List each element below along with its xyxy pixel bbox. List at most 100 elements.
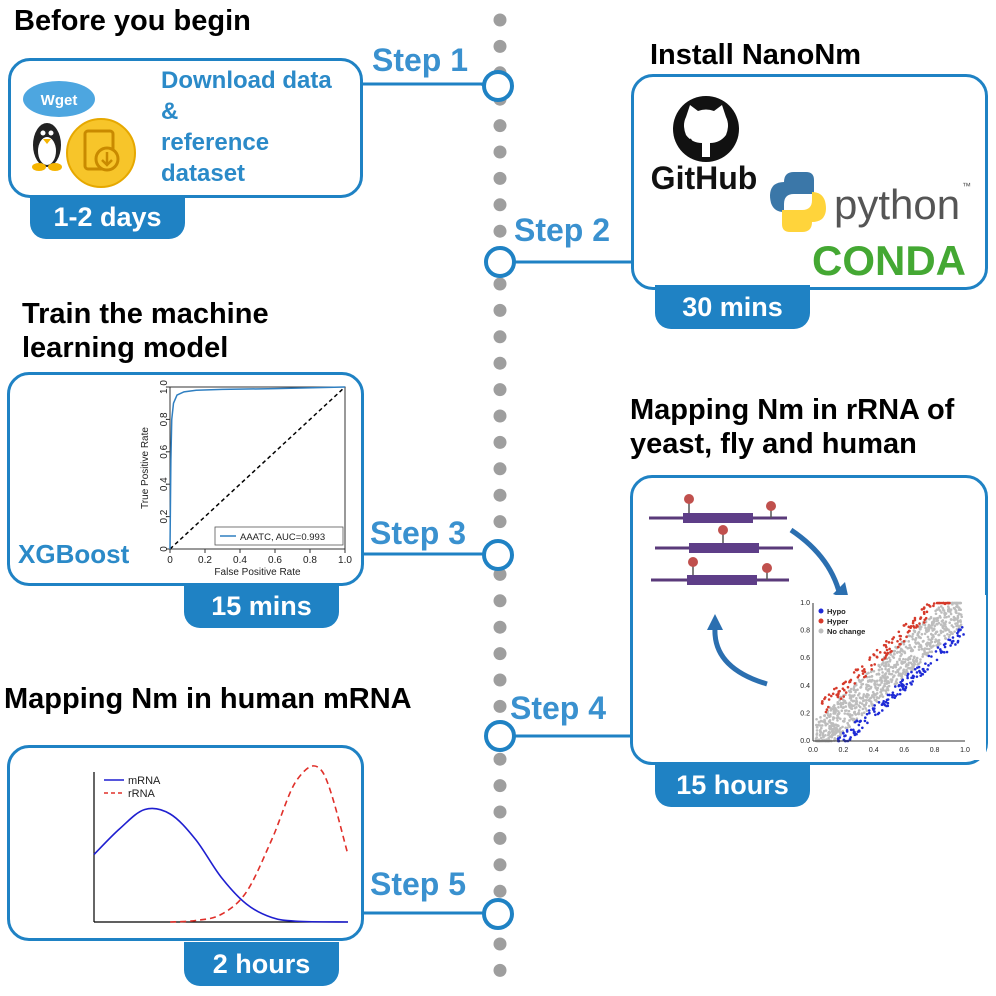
- scatter-point: [942, 601, 946, 605]
- roc-ytick-label: 0.8: [159, 412, 170, 426]
- scatter-point: [916, 641, 920, 645]
- step1-line2: &: [161, 98, 179, 125]
- scatter-point: [902, 688, 905, 691]
- scatter-point: [884, 689, 888, 693]
- scatter-point: [841, 725, 844, 729]
- rrna-curve: [170, 765, 349, 923]
- scatter-point: [823, 720, 826, 724]
- timeline-dot: [493, 515, 507, 529]
- scatter-point: [926, 668, 929, 671]
- scatter-point: [827, 693, 831, 696]
- scatter-point: [824, 710, 828, 714]
- scatter-point: [940, 611, 943, 614]
- scatter-point: [913, 645, 917, 649]
- scatter-point: [848, 680, 851, 684]
- roc-curve: [169, 386, 346, 550]
- scatter-point: [842, 731, 845, 735]
- scatter-point: [925, 610, 929, 614]
- scatter-point: [959, 628, 962, 632]
- timeline: [493, 13, 507, 977]
- scatter-point: [913, 655, 916, 659]
- scatter-point: [910, 635, 914, 638]
- scatter-point: [918, 671, 922, 674]
- roc-xtick-label: 0.8: [303, 555, 317, 566]
- scatter-point: [867, 671, 870, 675]
- roc-xtick-label: 0.2: [198, 555, 212, 566]
- scatter-point: [856, 712, 860, 716]
- scatter-point: [905, 663, 908, 666]
- linux-penguin-icon: [32, 123, 62, 171]
- scatter-point: [956, 639, 960, 643]
- scatter-point: [954, 643, 957, 646]
- scatter-point: [901, 678, 905, 682]
- scatter-point: [890, 693, 894, 697]
- scatter-point: [909, 625, 913, 628]
- scatter-point: [948, 621, 951, 624]
- scatter-point: [843, 712, 847, 715]
- scatter-point: [951, 636, 955, 639]
- timeline-dot: [493, 198, 507, 212]
- scatter-point: [826, 722, 829, 726]
- scatter-point: [955, 628, 959, 631]
- scatter-point: [862, 675, 866, 679]
- scatter-point: [908, 643, 911, 647]
- scatter-point: [906, 676, 909, 680]
- scatter-ytick-label: 0.8: [800, 628, 810, 635]
- timeline-dot: [493, 594, 507, 608]
- scatter-point: [835, 716, 839, 720]
- scatter-point: [936, 646, 940, 649]
- scatter-point: [850, 713, 854, 717]
- step3-node: [482, 539, 514, 571]
- scatter-point: [928, 650, 932, 654]
- scatter-point: [862, 667, 866, 671]
- step4-heading: Mapping Nm in rRNA of yeast, fly and hum…: [630, 393, 954, 461]
- scatter-point: [926, 651, 930, 655]
- scatter-point: [909, 681, 912, 685]
- scatter-point: [878, 651, 882, 654]
- scatter-point: [836, 719, 839, 722]
- scatter-point: [900, 674, 904, 678]
- scatter-point: [941, 619, 945, 622]
- scatter-point: [839, 701, 842, 705]
- step1-duration: 1-2 days: [30, 195, 185, 239]
- scatter-point: [893, 685, 897, 688]
- scatter-point: [948, 633, 952, 637]
- scatter-point: [893, 683, 897, 687]
- scatter-point: [858, 692, 861, 695]
- scatter-point: [833, 733, 837, 736]
- scatter-point: [842, 695, 846, 698]
- roc-ylabel: True Positive Rate: [140, 427, 151, 509]
- step1-node: [482, 70, 514, 102]
- timeline-dot: [493, 937, 507, 951]
- scatter-point: [930, 636, 934, 640]
- scatter-point: [890, 649, 893, 653]
- scatter-point: [861, 726, 864, 730]
- scatter-point: [837, 706, 840, 709]
- scatter-point: [928, 617, 931, 621]
- scatter-point: [891, 637, 894, 641]
- scatter-point: [855, 697, 858, 700]
- timeline-dot: [493, 383, 507, 397]
- timeline-dot: [493, 13, 507, 27]
- scatter-point: [859, 686, 862, 689]
- scatter-point: [842, 720, 846, 723]
- scatter-point: [911, 632, 915, 636]
- scatter-point: [854, 668, 858, 671]
- scatter-point: [841, 682, 845, 686]
- scatter-point: [917, 648, 921, 651]
- scatter-point: [875, 656, 879, 659]
- scatter-point: [902, 668, 906, 671]
- scatter-point: [871, 704, 874, 707]
- step2-connector: [484, 246, 632, 278]
- step3-connector: [363, 539, 514, 571]
- scatter-point: [822, 729, 826, 733]
- timeline-dot: [493, 435, 507, 449]
- scatter-point: [935, 619, 939, 623]
- scatter-point: [883, 651, 887, 654]
- scatter-point: [889, 665, 893, 669]
- scatter-point: [864, 703, 868, 706]
- scatter-point: [841, 706, 845, 709]
- scatter-point: [942, 643, 946, 647]
- scatter-point: [821, 732, 825, 735]
- scatter-point: [853, 720, 857, 724]
